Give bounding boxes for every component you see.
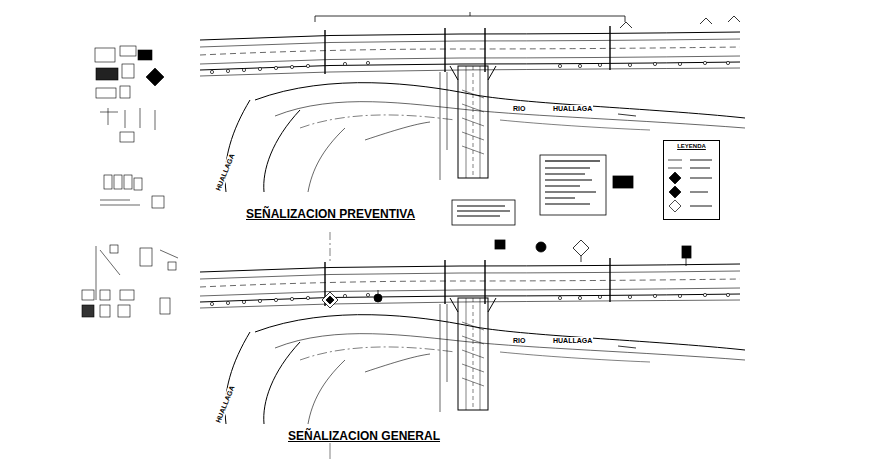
legend-box: LEYENDA xyxy=(663,140,720,220)
river-label: RIO xyxy=(512,337,526,345)
legend-symbols xyxy=(668,160,712,212)
detail-sheet xyxy=(82,46,178,317)
river-label: RIO xyxy=(512,105,526,113)
sheet-title: SEÑALIZACION GENERAL xyxy=(287,430,441,443)
dimension-bracket xyxy=(315,12,740,28)
river-label: HUALLAGA xyxy=(552,337,593,345)
river-label: HUALLAGA xyxy=(552,105,593,113)
sign-symbols xyxy=(322,240,691,308)
note-box xyxy=(452,155,633,225)
legend-heading: LEYENDA xyxy=(664,141,719,149)
sheet-title: SEÑALIZACION PREVENTIVA xyxy=(245,208,416,221)
